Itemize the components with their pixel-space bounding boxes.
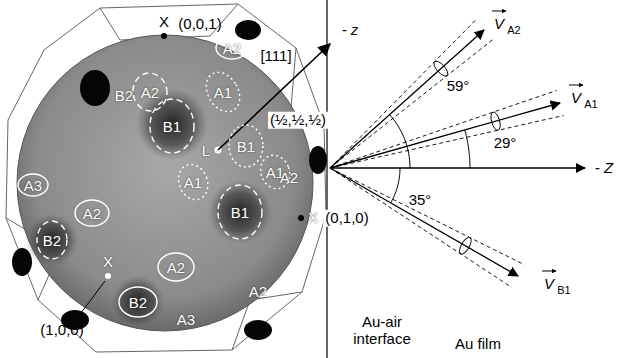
region-label: A2: [280, 170, 298, 187]
cone-ring: [457, 236, 473, 256]
vector-symbol: V: [571, 90, 581, 107]
angle-label: 35°: [409, 192, 432, 209]
region-ellipse: A3: [17, 173, 49, 197]
region-label: A3: [24, 177, 42, 194]
axis-label: - Z: [595, 160, 613, 177]
point-name: X: [308, 210, 318, 227]
vector-accents: [492, 11, 583, 271]
region-label: A2: [83, 205, 101, 222]
cone-line: [330, 168, 512, 287]
cone-line: [330, 20, 475, 168]
point-name: X: [159, 14, 169, 31]
region-ellipse: A2: [132, 72, 168, 112]
belly-regions: [26, 88, 272, 328]
angle-arc: [465, 130, 470, 168]
angle-arc: [391, 168, 400, 203]
region-label: B1: [163, 118, 181, 135]
region-label: B1: [237, 138, 255, 155]
region-ellipse: B1: [149, 98, 195, 154]
coordinate: (½,½,½): [268, 112, 328, 129]
cone-ring: [489, 111, 502, 131]
vector-subscript: A2: [507, 24, 520, 36]
brillouin-zone: [6, 4, 326, 352]
region-ellipse: A1: [207, 70, 239, 114]
region-ellipse: A1: [178, 163, 208, 201]
cone-line: [330, 90, 556, 168]
point-name: X: [103, 254, 113, 271]
coordinate: (0,1,0): [323, 210, 370, 227]
symmetry-points: [78, 33, 304, 317]
region-label: A1: [214, 84, 232, 101]
region-label: A2: [167, 259, 185, 276]
angle-arc: [390, 115, 410, 168]
velocity-vectors: [330, 30, 585, 276]
region-label: A2: [141, 84, 159, 101]
interface-line: [326, 0, 327, 358]
region-ellipse: A2: [74, 199, 110, 227]
vector-symbol: V: [494, 16, 504, 33]
region-label: B1: [231, 204, 249, 221]
direction-label: [111]: [260, 48, 291, 65]
point-name: L: [202, 143, 210, 160]
region-label: B2: [115, 88, 133, 105]
region-ellipse: A2: [157, 252, 195, 282]
angle-label: 29°: [494, 135, 517, 152]
region-ellipse: B2: [36, 220, 68, 260]
fermi-surface: [17, 35, 313, 331]
vector-subscript: A1: [584, 98, 597, 110]
vector-symbol: V: [544, 276, 554, 293]
region-ellipse: A2: [215, 36, 249, 60]
cone-line: [330, 116, 564, 168]
coordinate: (0,0,1): [178, 16, 221, 33]
axis-label: - z: [342, 22, 359, 39]
region-label: B2: [129, 294, 147, 311]
region-label: A1: [184, 174, 202, 191]
region-caption: Au film: [455, 336, 501, 353]
direction-arrow: [218, 44, 330, 150]
cone-ring: [432, 59, 450, 78]
region-label: A3: [177, 312, 195, 329]
angle-label: 59°: [447, 78, 470, 95]
coordinate: (1,0,0): [40, 322, 83, 339]
cone-line: [330, 40, 493, 168]
region-ellipse: B1: [228, 124, 264, 168]
region-ellipse: B2: [118, 286, 158, 318]
region-label: A2: [223, 40, 241, 57]
neck-openings: [12, 20, 327, 340]
region-label: A2: [249, 284, 267, 301]
region-ellipse: B1: [217, 184, 263, 240]
region-caption: Au-air interface: [332, 314, 432, 347]
vector-subscript: B1: [557, 284, 570, 296]
region-label: B2: [43, 232, 61, 249]
